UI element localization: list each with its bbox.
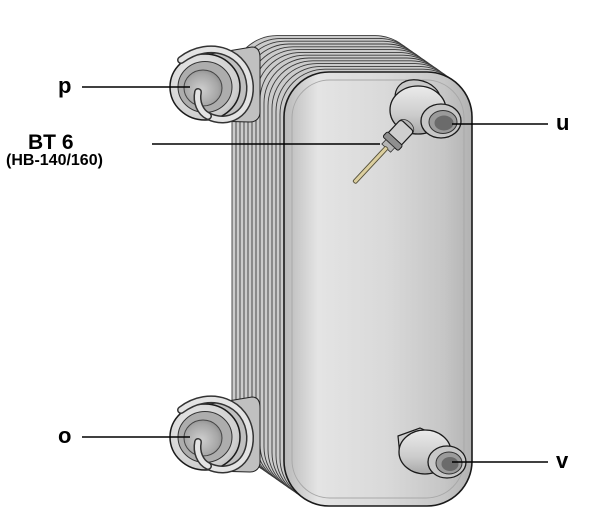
label-bt6-model: (HB-140/160) xyxy=(6,152,103,169)
label-u: u xyxy=(556,110,570,135)
port-v-opening xyxy=(441,457,459,471)
label-bt6: BT 6 xyxy=(28,131,74,154)
port-o-opening xyxy=(183,419,223,457)
label-o: o xyxy=(58,423,72,448)
port-v xyxy=(397,427,467,479)
leader-lines xyxy=(82,86,548,463)
sensor-probe xyxy=(352,146,389,184)
port-o xyxy=(169,395,261,474)
wire-clip-p xyxy=(177,45,255,124)
front-face xyxy=(283,71,473,507)
port-p-opening xyxy=(183,69,223,107)
port-p xyxy=(169,45,261,124)
port-u-opening xyxy=(434,115,454,131)
label-p: p xyxy=(58,73,72,98)
label-v: v xyxy=(556,448,569,473)
sensor-bt6 xyxy=(352,118,415,184)
wire-clip-o xyxy=(177,395,255,474)
